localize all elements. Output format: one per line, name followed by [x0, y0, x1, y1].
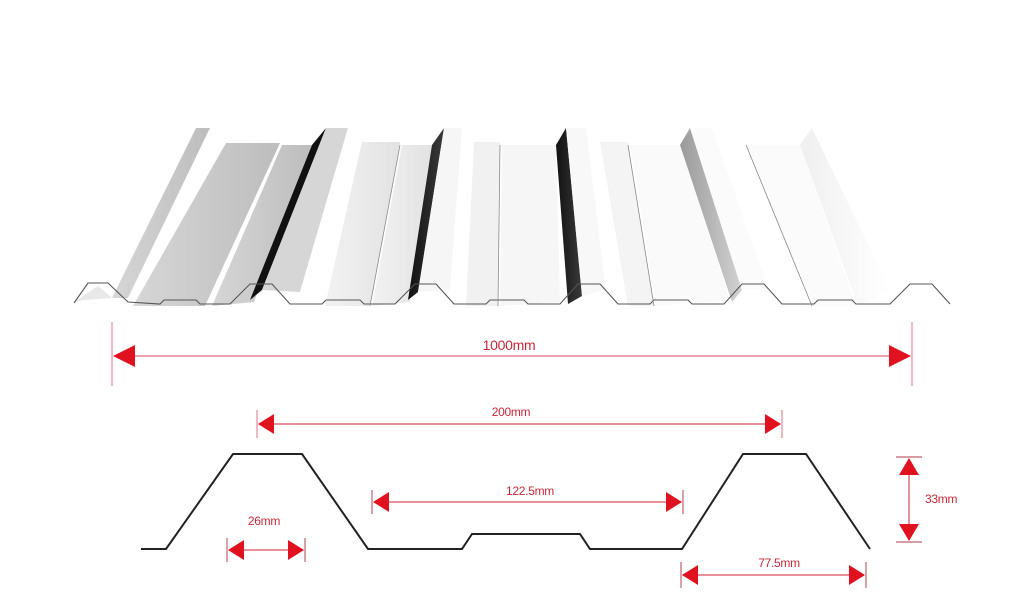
sheet-valley-3b	[500, 145, 560, 306]
dimension-rib-base-width	[680, 562, 867, 588]
arrowhead-left-icon	[373, 492, 389, 512]
label-rib-pitch: 200mm	[491, 405, 531, 419]
dimension-rib-pitch	[256, 410, 783, 438]
arrowhead-right-icon	[849, 565, 865, 585]
dimension-rib-height	[896, 456, 922, 543]
arrowhead-left-icon	[682, 565, 698, 585]
sheet-rib-3	[408, 128, 474, 306]
sheet-rib-1	[74, 128, 224, 306]
sheet-rib-4	[556, 128, 628, 306]
dimension-overall-width	[111, 322, 913, 386]
corrugated-sheet-illustration	[73, 128, 951, 307]
arrowhead-right-icon	[889, 345, 911, 367]
sheet-valley-5a	[746, 145, 856, 306]
arrowhead-left-icon	[258, 414, 274, 434]
sheet-rib-2	[250, 128, 362, 306]
arrowhead-right-icon	[765, 414, 781, 434]
sheet-valley-4a	[600, 142, 654, 306]
arrowhead-left-icon	[113, 345, 135, 367]
arrowhead-up-icon	[899, 458, 919, 475]
dimension-rib-top-width	[226, 538, 306, 562]
sheet-ridge-lines	[369, 144, 813, 307]
sheet-bottom-edge	[73, 282, 951, 305]
label-overall-width: 1000mm	[482, 337, 536, 353]
sheet-rib-5	[680, 128, 790, 306]
sheet-rib-6	[800, 128, 916, 306]
sheet-cross-section-profile	[141, 453, 871, 550]
label-rib-base-width: 77.5mm	[758, 556, 800, 570]
arrowhead-down-icon	[899, 524, 919, 541]
sheet-valley-2b	[372, 145, 432, 306]
dimension-valley-width	[371, 490, 684, 514]
sheet-valley-1a	[133, 143, 280, 306]
label-rib-top-width: 26mm	[247, 514, 281, 528]
label-valley-width: 122.5mm	[506, 484, 554, 498]
sheet-valley-2a	[325, 142, 400, 306]
sheet-valley-4b	[630, 145, 730, 306]
arrowhead-right-icon	[666, 492, 682, 512]
arrowhead-left-icon	[228, 540, 244, 560]
sheet-valley-1b	[212, 145, 312, 306]
sheet-valley-3a	[466, 142, 500, 306]
label-rib-height: 33mm	[925, 492, 958, 506]
arrowhead-right-icon	[288, 540, 304, 560]
